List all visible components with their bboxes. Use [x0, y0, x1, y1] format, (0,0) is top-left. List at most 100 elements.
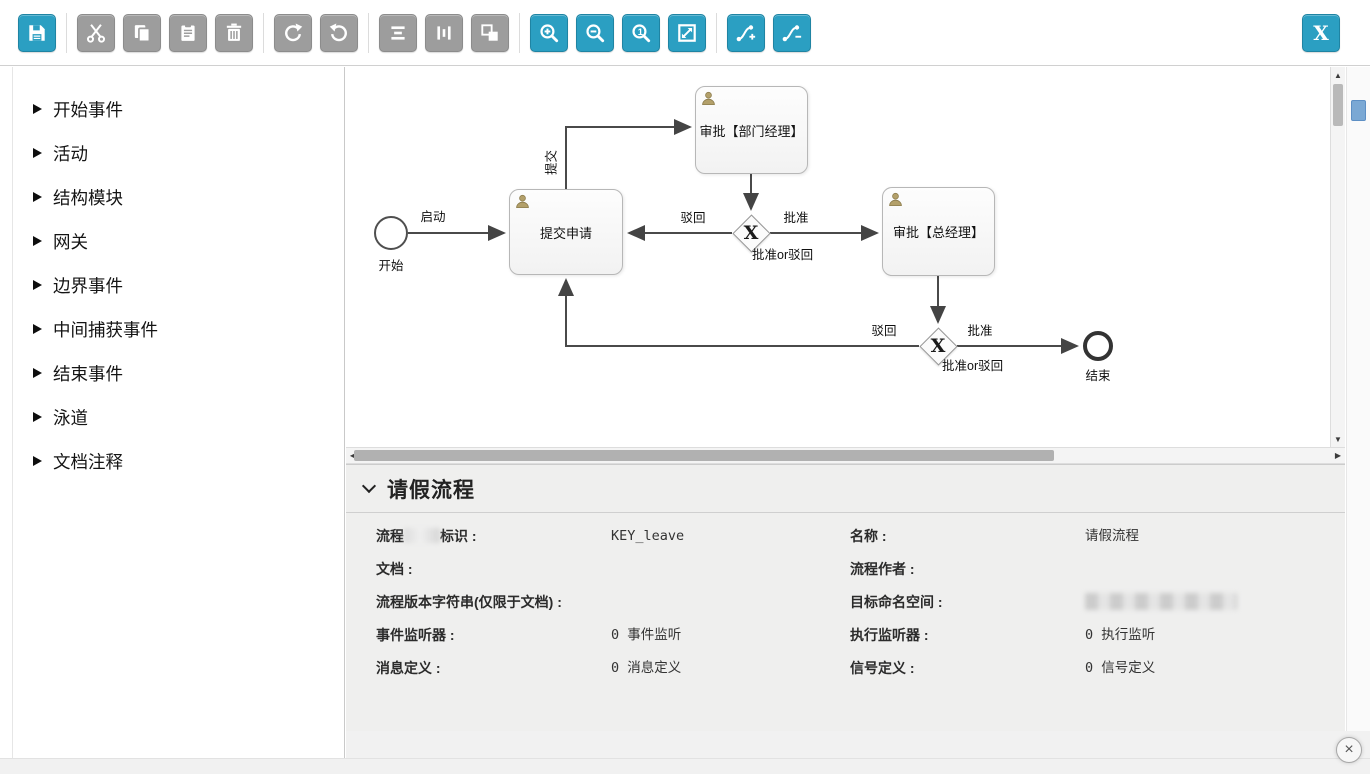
start-event-node[interactable] [374, 216, 408, 250]
start-event-label: 开始 [378, 259, 404, 273]
sidebar-item-swimlanes[interactable]: 泳道 [33, 395, 344, 439]
field-label: 事件监听器 : [376, 627, 455, 643]
edge-gw2-reject-to-submit[interactable] [558, 278, 919, 347]
properties-body: 流程标识 : KEY_leave 文档 : 流程版本字符串(仅限于文档) : 事… [346, 513, 1345, 691]
sidebar-item-label: 文档注释 [53, 451, 123, 472]
redo-icon [285, 23, 303, 41]
field-value[interactable]: 0 信号定义 [1085, 660, 1156, 676]
field-value[interactable]: 0 执行监听 [1085, 627, 1156, 643]
copy-button[interactable] [123, 13, 161, 52]
sidebar-item-label: 结构模块 [53, 187, 123, 208]
xml-view-button[interactable]: X [1302, 13, 1340, 52]
save-button[interactable] [18, 13, 56, 52]
svg-text:1: 1 [638, 26, 643, 36]
exclusive-gateway-2[interactable]: X [918, 326, 958, 366]
properties-header: 请假流程 [346, 465, 1345, 513]
copy-icon [134, 24, 151, 42]
sidebar-item-annotations[interactable]: 文档注释 [33, 439, 344, 483]
horizontal-scroll-thumb[interactable] [354, 450, 1054, 461]
sidebar-item-label: 网关 [53, 231, 88, 252]
redo-button[interactable] [274, 13, 312, 52]
chevron-right-icon [33, 412, 42, 422]
end-event-node[interactable] [1083, 331, 1113, 361]
edge-label-approve2: 批准 [967, 324, 993, 338]
user-task-dept-manager-approval[interactable]: 审批【部门经理】 [695, 86, 808, 174]
scroll-up-icon[interactable]: ▲ [1334, 70, 1342, 80]
add-bendpoint-button[interactable] [727, 13, 765, 52]
sidebar-item-label: 结束事件 [53, 363, 123, 384]
paste-icon [181, 23, 195, 41]
remove-bendpoint-icon [782, 24, 802, 41]
toolbar-group-align [379, 13, 509, 52]
zoom-out-button[interactable] [576, 13, 614, 52]
field-label: 信号定义 : [850, 660, 915, 676]
process-title: 请假流程 [387, 476, 475, 502]
canvas-horizontal-scrollbar[interactable]: ◀ ▶ [346, 447, 1345, 464]
sidebar-item-label: 泳道 [53, 407, 88, 428]
exclusive-gateway-1[interactable]: X [731, 213, 771, 253]
sidebar-item-intermediate-events[interactable]: 中间捕获事件 [33, 307, 344, 351]
properties-panel: 请假流程 流程标识 : KEY_leave 文档 : 流程版本字符串(仅限于文档… [346, 464, 1345, 731]
user-task-submit[interactable]: 提交申请 [509, 189, 623, 275]
edge-submit-to-dept[interactable] [565, 119, 692, 189]
user-task-general-manager-approval[interactable]: 审批【总经理】 [882, 187, 995, 276]
toolbar-group-file [18, 13, 56, 52]
redacted-label-fragment [404, 528, 440, 543]
close-button[interactable]: × [1336, 737, 1362, 763]
toolbar-divider [716, 12, 717, 53]
task-label: 提交申请 [539, 225, 592, 241]
field-label: 执行监听器 : [850, 627, 929, 643]
chevron-right-icon [33, 148, 42, 158]
sidebar-item-start-events[interactable]: 开始事件 [33, 87, 344, 131]
field-value[interactable]: 0 消息定义 [611, 660, 682, 676]
align-vertical-button[interactable] [425, 13, 463, 52]
save-icon [29, 24, 45, 41]
undo-icon [329, 23, 347, 41]
sidebar-item-gateways[interactable]: 网关 [33, 219, 344, 263]
field-value[interactable] [1085, 592, 1237, 617]
palette-sidebar: 开始事件 活动 结构模块 网关 边界事件 中间捕获事件 结束事件 泳道 [12, 67, 345, 758]
page-vertical-scrollbar[interactable] [1346, 67, 1370, 758]
zoom-fit-button[interactable] [668, 13, 706, 52]
zoom-in-button[interactable] [530, 13, 568, 52]
sidebar-item-activities[interactable]: 活动 [33, 131, 344, 175]
same-size-icon [481, 23, 498, 41]
page-horizontal-scrollbar[interactable] [0, 758, 1370, 774]
field-value[interactable]: 请假流程 [1085, 528, 1139, 544]
cut-button[interactable] [77, 13, 115, 52]
scroll-right-icon[interactable]: ▶ [1334, 451, 1342, 460]
align-horizontal-button[interactable] [379, 13, 417, 52]
scroll-down-icon[interactable]: ▼ [1334, 434, 1342, 444]
sidebar-item-end-events[interactable]: 结束事件 [33, 351, 344, 395]
gateway1-caption: 批准or驳回 [752, 248, 814, 262]
zoom-out-icon [586, 23, 605, 42]
field-version-string: 流程版本字符串(仅限于文档) : [376, 592, 850, 625]
gateway-x-symbol: X [930, 335, 946, 357]
chevron-right-icon [33, 368, 42, 378]
paste-button[interactable] [169, 13, 207, 52]
sidebar-item-label: 开始事件 [53, 99, 123, 120]
zoom-actual-button[interactable]: 1 [622, 13, 660, 52]
undo-button[interactable] [320, 13, 358, 52]
field-label: 流程标识 : [376, 528, 477, 544]
field-execution-listeners: 执行监听器 : 0 执行监听 [850, 625, 1320, 658]
collapse-chevron-icon[interactable] [361, 478, 377, 494]
field-value[interactable]: 0 事件监听 [611, 627, 682, 643]
scroll-left-icon[interactable]: ◀ [349, 451, 357, 460]
sidebar-item-label: 边界事件 [53, 275, 123, 296]
vertical-scroll-thumb[interactable] [1333, 84, 1343, 126]
diagram-canvas[interactable]: 开始 启动 提交申请 提交 审批【部门经理】 X 批准or驳回 驳回 批准 [346, 67, 1330, 447]
canvas-vertical-scrollbar[interactable]: ▲ ▼ [1330, 67, 1345, 447]
sidebar-item-label: 中间捕获事件 [53, 319, 158, 340]
redacted-value [1085, 593, 1237, 610]
delete-button[interactable] [215, 13, 253, 52]
same-size-button[interactable] [471, 13, 509, 52]
gateway-x-symbol: X [743, 222, 759, 244]
sidebar-item-structural[interactable]: 结构模块 [33, 175, 344, 219]
page-scroll-thumb[interactable] [1351, 100, 1366, 121]
task-label: 审批【部门经理】 [699, 123, 804, 139]
field-target-namespace: 目标命名空间 : [850, 592, 1320, 625]
field-value[interactable]: KEY_leave [611, 528, 685, 544]
sidebar-item-boundary-events[interactable]: 边界事件 [33, 263, 344, 307]
remove-bendpoint-button[interactable] [773, 13, 811, 52]
